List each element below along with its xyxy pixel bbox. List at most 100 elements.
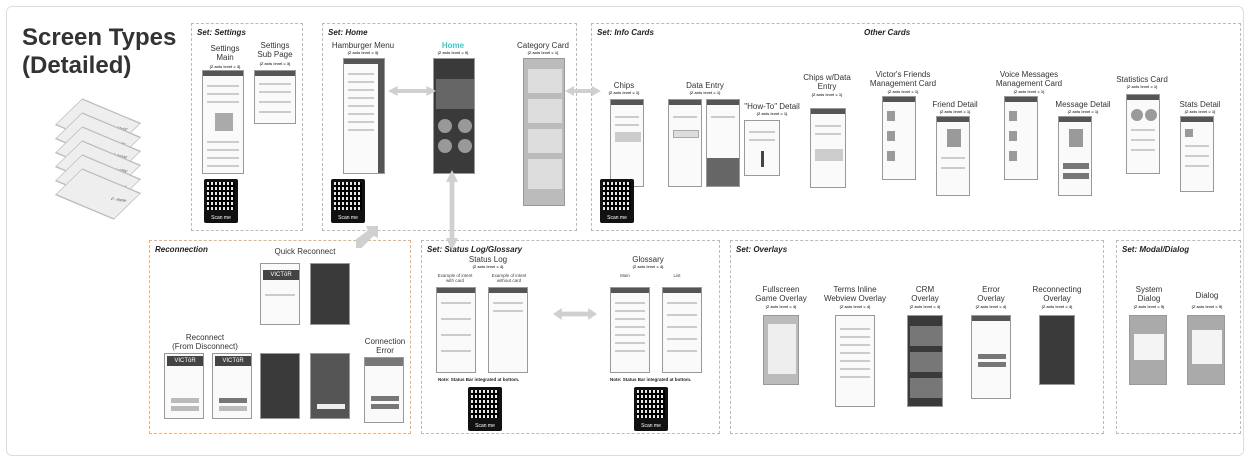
screen-label: Quick Reconnect [274,247,336,256]
z-level: (Z axis level = 1) [939,109,971,114]
section-reconnection: Reconnection Quick Reconnect Reconnect(F… [149,240,411,434]
z-level: (Z axis level = 4) [472,264,504,269]
screen-label: Category Card [516,41,570,50]
diagram-title: Screen Types (Detailed) [22,24,176,80]
screen-label: Dialog [1195,291,1219,300]
z-level: (Z axis level = 5) [1133,304,1165,309]
z-level: (Z axis level = 1) [1013,89,1045,94]
screen-thumbnail [1126,94,1160,174]
z-level: (Z axis level = 1) [887,89,919,94]
screen-label: Statistics Card [1116,75,1168,84]
screen-thumbnail: VICTōR [212,353,252,419]
section-title: Set: Overlays [736,245,788,254]
screen-label: Chips [613,81,635,90]
screen-thumbnail [343,58,385,174]
section-title: Reconnection [155,245,208,254]
qr-code: Scan me [468,387,502,431]
z-level: (Z axis level = 5) [1191,304,1223,309]
z-level: (Z axis level = 1) [756,111,788,116]
z-level: (Z axis level = 3) [347,50,379,55]
z-level: (Z axis level = 1) [811,92,843,97]
z-level: (Z axis level = 4) [975,304,1007,309]
screen-thumbnail [1129,315,1167,385]
screen-label: Status Log [468,255,508,264]
screen-thumbnail [763,315,799,385]
screen-thumbnail [523,58,565,206]
screen-thumbnail [610,287,650,373]
z-level: (Z axis level = 4) [1041,304,1073,309]
screen-thumbnail [662,287,702,373]
screen-thumbnail [1004,96,1038,180]
screen-thumbnail [907,315,943,407]
screen-thumbnail: VICTōR [260,263,300,325]
screen-thumbnail [971,315,1011,399]
z-level: (Z axis level = 3) [259,61,291,66]
z-level: (Z axis level = 4) [839,304,871,309]
screen-thumbnail: VICTōR [164,353,204,419]
screen-thumbnail [436,287,476,373]
z-axis-stack: 5 - Dialog/Modal 4 - Overlay 3 - Menu/Su… [44,98,154,220]
title-line-2: (Detailed) [22,52,132,79]
section-info-cards: Set: Info Cards Other Cards Chips (Z axi… [591,23,1241,231]
screen-label: Glossary [632,255,664,264]
screen-thumbnail [835,315,875,407]
screen-thumbnail [310,263,350,325]
z-level: (Z axis level = 1) [1067,109,1099,114]
z-level: (Z axis level = 0) [437,50,469,55]
status-note: Note: Status Bar integrated at bottom. [438,377,520,382]
double-arrow-icon [565,86,601,96]
qr-code: Scan me [331,179,365,223]
section-title: Set: Status Log/Glossary [427,245,523,254]
qr-code: Scan me [600,179,634,223]
screen-label: Data Entry [686,81,724,90]
screen-thumbnail [260,353,300,419]
z-level: (Z axis level = 4) [765,304,797,309]
glossary-note: Note: Status Bar integrated at bottom. [610,377,692,382]
screen-thumbnail [810,108,846,188]
screen-thumbnail [936,116,970,196]
screen-thumbnail [1058,116,1092,196]
screen-label: Reconnect(From Disconnect) [172,333,238,351]
z-level: (Z axis level = 4) [632,264,664,269]
z-level: (Z axis level = 3) [209,64,241,69]
screen-thumbnail [610,99,644,187]
z-level: (Z axis level = 1) [689,90,721,95]
section-title: Set: Info Cards [597,28,654,37]
screen-thumbnail [668,99,702,187]
screen-label: Home [441,41,465,50]
z-level: (Z axis level = 1) [527,50,559,55]
double-arrow-icon [388,86,436,96]
screen-thumbnail [1180,116,1214,192]
screen-thumbnail [882,96,916,180]
screen-thumbnail [488,287,528,373]
screen-thumbnail [254,70,296,124]
screen-label: Friend Detail [932,100,978,109]
screen-thumbnail [706,99,740,187]
screen-label: Stats Detail [1179,100,1221,109]
section-title: Set: Modal/Dialog [1122,245,1190,254]
z-level: (Z axis level = 1) [1184,109,1216,114]
screen-thumbnail [1039,315,1075,385]
section-home: Set: Home Hamburger Menu (Z axis level =… [322,23,577,231]
section-status-glossary: Set: Status Log/Glossary Status Log (Z a… [421,240,720,434]
qr-code: Scan me [634,387,668,431]
screen-label: "How-To" Detail [744,102,800,111]
screen-thumbnail [310,353,350,419]
screen-thumbnail [364,357,404,423]
glossary-list-label: List [673,273,681,278]
screen-label: Message Detail [1055,100,1111,109]
